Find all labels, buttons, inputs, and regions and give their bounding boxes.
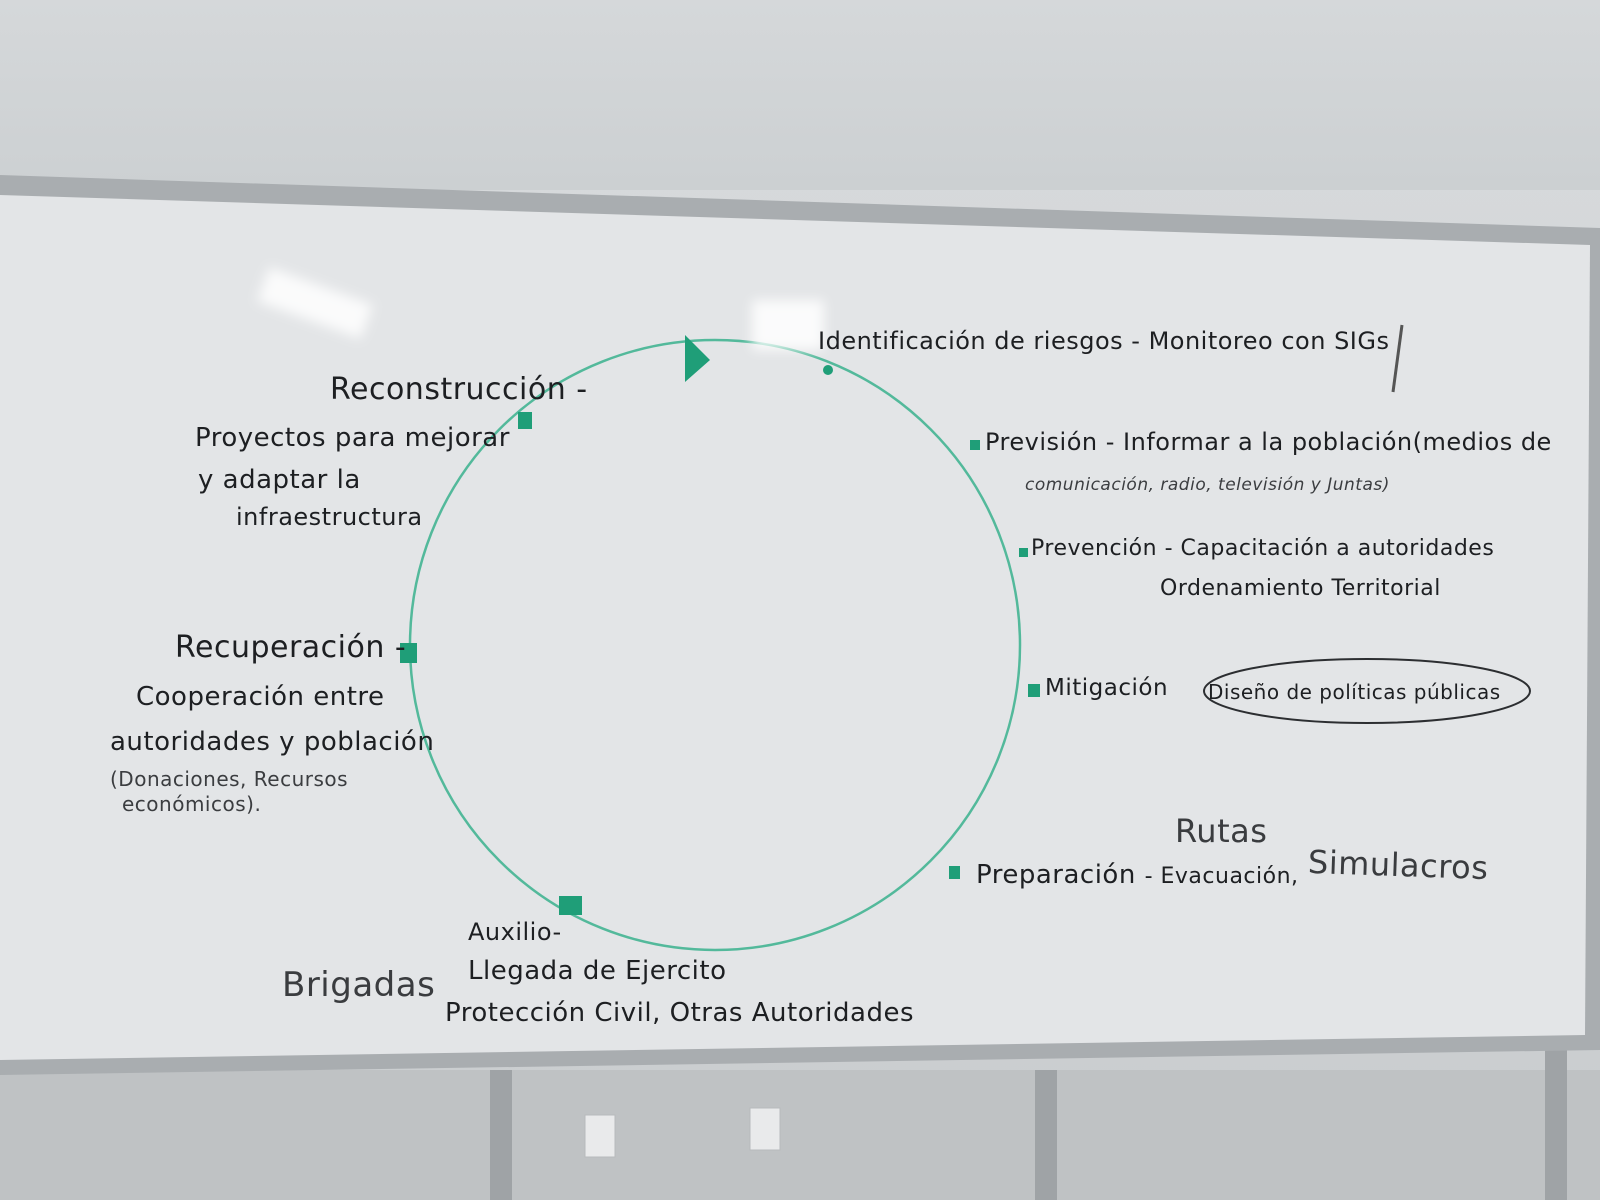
preparacion-simulacros: Simulacros — [1307, 842, 1490, 888]
phase-identificacion-label: Identificación de riesgos - Monitoreo co… — [818, 327, 1390, 355]
auxilio-line1: Llegada de Ejercito — [468, 956, 727, 986]
marker-reconstruccion — [518, 412, 532, 429]
reconstruccion-line3: infraestructura — [236, 503, 423, 531]
marker-preparacion — [949, 866, 960, 879]
phase-preparacion-label: Preparación - Evacuación, — [976, 860, 1299, 890]
recuperacion-line1: Cooperación entre — [136, 682, 385, 712]
marker-identificacion — [823, 365, 833, 375]
cycle-arrow-icon — [685, 335, 710, 382]
recuperacion-line3: (Donaciones, Recursos — [110, 767, 349, 791]
marker-mitigacion — [1028, 684, 1040, 697]
phase-prevision-note: - Informar a la población(medios de — [1105, 428, 1552, 456]
phase-mitigacion-note: Diseño de políticas públicas — [1208, 680, 1501, 704]
reconstruccion-line2: y adaptar la — [198, 465, 361, 495]
reconstruccion-line1: Proyectos para mejorar — [195, 423, 510, 453]
auxilio-line2: Protección Civil, Otras Autoridades — [445, 998, 914, 1028]
recuperacion-line4: económicos). — [122, 792, 262, 816]
phase-prevencion-note: - Capacitación a autoridades — [1164, 536, 1495, 561]
auxilio-brigadas: Brigadas — [282, 965, 436, 1005]
marker-prevencion — [1019, 548, 1028, 557]
preparacion-rutas: Rutas — [1175, 812, 1268, 850]
phase-identificacion-note: - Monitoreo con SIGs — [1131, 327, 1390, 355]
phase-reconstruccion-label: Reconstrucción - — [330, 372, 588, 407]
phase-mitigacion-label: Mitigación — [1045, 675, 1169, 701]
phase-prevision-label: Previsión - Informar a la población(medi… — [985, 428, 1552, 456]
light-glare — [752, 300, 824, 350]
marker-recuperacion — [400, 643, 417, 663]
marker-prevision — [970, 440, 980, 450]
phase-recuperacion-label: Recuperación - — [175, 630, 407, 665]
phase-preparacion-note: - Evacuación, — [1144, 864, 1299, 889]
phase-auxilio-label: Auxilio- — [468, 918, 562, 946]
wall — [0, 0, 1600, 190]
phase-prevencion-note-line2: Ordenamiento Territorial — [1160, 576, 1441, 601]
phase-prevencion-label: Prevención - Capacitación a autoridades — [1031, 536, 1495, 561]
marker-auxilio — [559, 896, 582, 915]
mitigacion-note-outline — [1203, 658, 1531, 724]
phase-prevision-note-line2: comunicación, radio, televisión y Juntas… — [1025, 475, 1390, 495]
recuperacion-line2: autoridades y población — [110, 727, 435, 757]
